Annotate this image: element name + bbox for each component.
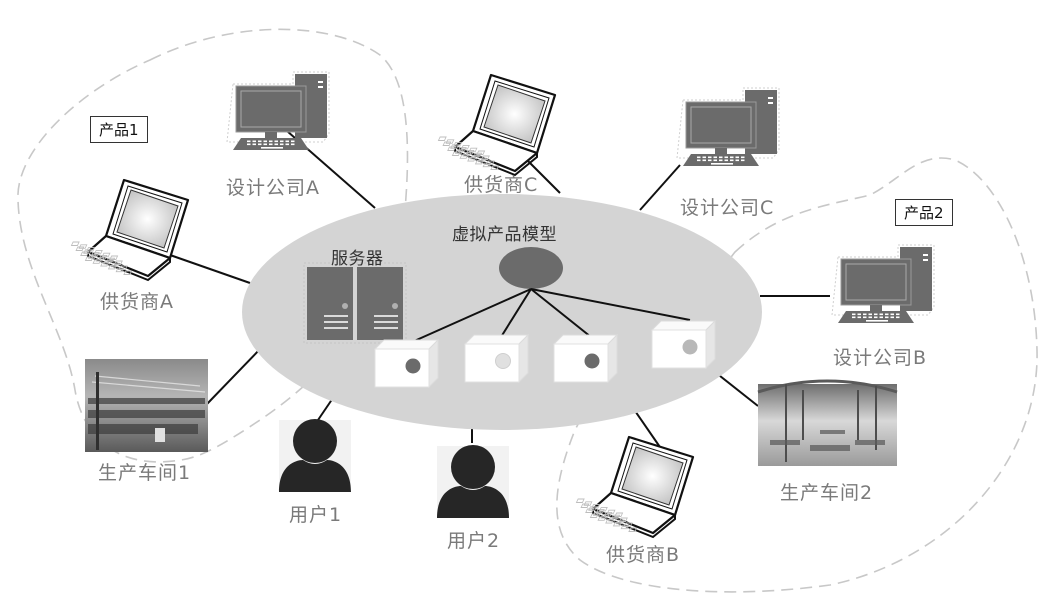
link-supplier-b [632,407,663,451]
model-module-2[interactable] [463,333,530,384]
module-dot [405,358,421,374]
module-dot [584,353,600,369]
user-1-label: 用户1 [289,504,343,526]
model-module-4[interactable] [650,319,717,370]
product1-boundary [17,28,409,463]
user-2-label: 用户2 [447,530,501,552]
model-module-1[interactable] [373,338,440,389]
model-modules [373,319,717,389]
link-design-c [639,164,681,211]
design-b-desktop-icon[interactable] [831,244,935,323]
virtual-product-model-hub[interactable] [242,194,762,430]
design-a-label: 设计公司A [226,177,320,199]
product2-boundary [556,157,1038,593]
supplier-c-laptop-icon[interactable] [437,73,557,177]
model-module-3[interactable] [552,333,619,384]
supplier-c-label: 供货商C [464,174,539,196]
server-label: 服务器 [331,249,384,269]
workshop-2-label: 生产车间2 [780,482,874,504]
module-dot [682,339,698,355]
workshop-1-photo[interactable] [85,359,208,452]
model-tree-edges [411,288,691,343]
supplier-a-label: 供货商A [100,291,174,313]
link-workshop-2 [714,371,759,407]
supplier-b-label: 供货商B [606,544,681,566]
link-workshop-1 [206,346,263,405]
workshop-1-label: 生产车间1 [98,462,192,484]
design-a-desktop-icon[interactable] [226,71,330,150]
node-icons [70,71,935,539]
product2-tag: 产品2 [895,199,953,226]
design-c-desktop-icon[interactable] [676,87,780,166]
server-icon [303,262,407,344]
module-dot [495,353,511,369]
workshop-2-photo[interactable] [757,379,898,466]
supplier-a-laptop-icon[interactable] [70,178,190,282]
product1-tag: 产品1 [90,116,148,143]
user-1-avatar[interactable] [279,419,351,492]
hub-label: 虚拟产品模型 [452,225,557,245]
model-root-node[interactable] [499,247,563,289]
design-c-label: 设计公司C [680,197,775,219]
supplier-b-laptop-icon[interactable] [575,435,695,539]
design-b-label: 设计公司B [833,347,928,369]
user-2-avatar[interactable] [437,445,509,518]
link-supplier-a [169,254,251,284]
